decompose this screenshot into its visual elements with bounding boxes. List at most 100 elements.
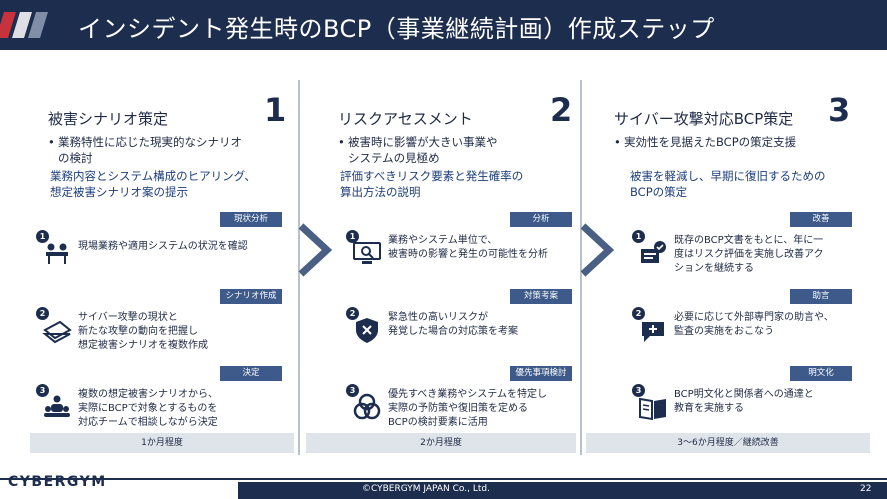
step-item: 2 サイバー攻撃の現状と 新たな攻撃の動向を把握し 想定被害シナリオを複数作成 (36, 307, 286, 351)
item-text-line: 監査の実施をおこなう (674, 326, 774, 337)
duration-bar: 1か月程度 (30, 433, 294, 453)
bullet-dot: • (338, 135, 345, 149)
item-text-line: 業務やシステム単位で、 (388, 235, 498, 246)
item-text-line: 緊急性の高いリスクが (388, 312, 488, 323)
item-number: 1 (36, 230, 49, 243)
item-text-line: 被害時の影響と発生の可能性を分析 (388, 249, 548, 260)
shield-x-icon (356, 318, 378, 343)
item-number: 1 (346, 230, 359, 243)
chevron-right-icon (580, 223, 615, 277)
step-column-2: リスクアセスメント 2 • 被害時に影響が大きい事業や システムの見極め 評価す… (338, 90, 576, 450)
bullet-line: 被害時に影響が大きい事業や (348, 135, 498, 149)
monitor-analysis-icon (353, 242, 381, 264)
subtext-line: 業務内容とシステム構成のヒアリング、 (50, 169, 256, 183)
item-text-line: 想定被害シナリオを複数作成 (78, 340, 208, 351)
item-text-line: BCPの検討要素に活用 (388, 417, 488, 428)
item-text-line: 対応チームで相談しながら決定 (78, 417, 218, 428)
divider-line (298, 80, 300, 455)
header-bar: インシデント発生時のBCP（事業継続計画）作成ステップ (0, 0, 887, 50)
page-number: 22 (860, 484, 872, 494)
step-item: 1 現場業務や適用システムの状況を確認 (36, 230, 286, 270)
subtext-line: BCPの策定 (630, 185, 688, 199)
step-subtext: 被害を軽減し、早期に復旧するための BCPの策定 (630, 168, 826, 200)
item-number: 2 (346, 307, 359, 320)
item-text: 現場業務や適用システムの状況を確認 (78, 240, 248, 254)
item-text: 既存のBCP文書をもとに、年に一 度はリスク評価を実施し改善アク ションを継続す… (674, 234, 824, 276)
step-bullet: • 被害時に影響が大きい事業や システムの見極め (338, 134, 498, 166)
item-number: 2 (36, 307, 49, 320)
tag-label: 明文化 (790, 366, 852, 381)
step-item: 1 業務やシステム単位で、 被害時の影響と発生の可能性を分析 (346, 230, 596, 270)
documents-stack-icon (42, 320, 72, 344)
item-text: 必要に応じて外部専門家の助言や、 監査の実施をおこなう (674, 311, 834, 339)
tag-label: 助言 (790, 289, 852, 304)
item-number: 1 (632, 230, 645, 243)
item-text-line: 新たな攻撃の動向を把握し (78, 326, 198, 337)
item-text: BCP明文化と関係者への通達と 教育を実施する (674, 388, 814, 416)
brand-stripes-icon (0, 12, 48, 38)
step-column-3: サイバー攻撃対応BCP策定 3 • 実効性を見据えたBCPの策定支援 被害を軽減… (614, 90, 858, 450)
item-text-line: 度はリスク評価を実施し改善アク (674, 249, 824, 260)
item-text-line: 優先すべき業務やシステムを特定し (388, 389, 547, 400)
step-number: 3 (828, 91, 851, 129)
step-subtext: 評価すべきリスク要素と発生確率の 算出方法の説明 (340, 168, 523, 200)
step-column-1: 被害シナリオ策定 1 • 業務特性に応じた現実的なシナリオ の検討 業務内容とシ… (48, 90, 288, 450)
subtext-line: 想定被害シナリオ案の提示 (50, 185, 188, 199)
tag-label: 分析 (510, 212, 572, 227)
step-item: 3 BCP明文化と関係者への通達と 教育を実施する (632, 384, 882, 424)
bullet-line: 業務特性に応じた現実的なシナリオ (58, 135, 242, 149)
people-at-desk-icon (46, 243, 68, 264)
duration-bar: 3～6か月程度／継続改善 (586, 433, 870, 453)
bullet-line: の検討 (58, 151, 93, 165)
step-item: 3 複数の想定被害シナリオから、 実際にBCPで対象とするものを 対応チームで相… (36, 384, 286, 428)
venn-icon (353, 393, 381, 420)
page-title: インシデント発生時のBCP（事業継続計画）作成ステップ (78, 15, 715, 43)
step-title: リスクアセスメント (338, 110, 473, 128)
step-number: 2 (550, 91, 573, 129)
step-bullet: • 業務特性に応じた現実的なシナリオ の検討 (48, 134, 242, 166)
document-check-icon (641, 241, 666, 263)
tag-label: 現状分析 (220, 212, 282, 227)
tag-label: 優先事項検討 (510, 366, 572, 381)
step-item: 3 優先すべき業務やシステムを特定し 実際の予防策や復旧策を定める BCPの検討… (346, 384, 596, 428)
item-text-line: 現場業務や適用システムの状況を確認 (78, 241, 248, 252)
footer-rule (0, 478, 887, 480)
step-item: 1 既存のBCP文書をもとに、年に一 度はリスク評価を実施し改善アク ションを継… (632, 230, 882, 274)
duration-bar: 2か月程度 (306, 433, 576, 453)
chat-plus-icon (642, 322, 664, 342)
subtext-line: 被害を軽減し、早期に復旧するための (630, 169, 826, 183)
subtext-line: 評価すべきリスク要素と発生確率の (340, 169, 524, 183)
bullet-line: システムの見極め (348, 151, 440, 165)
chevron-right-icon (298, 223, 333, 277)
item-number: 2 (632, 307, 645, 320)
team-meeting-icon (44, 395, 70, 417)
bullet-dot: • (614, 135, 621, 149)
item-text: 緊急性の高いリスクが 発覚した場合の対応策を考案 (388, 311, 518, 339)
item-number: 3 (346, 384, 359, 397)
item-number: 3 (632, 384, 645, 397)
tag-label: 改善 (790, 212, 852, 227)
bullet-line: 実効性を見据えたBCPの策定支援 (624, 135, 797, 149)
step-number: 1 (264, 91, 287, 129)
step-item: 2 緊急性の高いリスクが 発覚した場合の対応策を考案 (346, 307, 596, 347)
item-number: 3 (36, 384, 49, 397)
item-text-line: サイバー攻撃の現状と (78, 312, 178, 323)
item-text: サイバー攻撃の現状と 新たな攻撃の動向を把握し 想定被害シナリオを複数作成 (78, 311, 208, 353)
tag-label: 決定 (220, 366, 282, 381)
item-text-line: 発覚した場合の対応策を考案 (388, 326, 518, 337)
footer-bar (238, 482, 887, 499)
open-book-icon (639, 397, 666, 421)
tag-label: シナリオ作成 (220, 289, 282, 304)
item-text-line: 既存のBCP文書をもとに、年に一 (674, 235, 824, 246)
step-bullet: • 実効性を見据えたBCPの策定支援 (614, 134, 797, 150)
step-title: サイバー攻撃対応BCP策定 (614, 110, 794, 128)
bullet-dot: • (48, 135, 55, 149)
divider-line (580, 80, 582, 455)
item-text-line: 実際にBCPで対象とするものを (78, 403, 218, 414)
subtext-line: 算出方法の説明 (340, 185, 421, 199)
item-text-line: 必要に応じて外部専門家の助言や、 (674, 312, 834, 323)
item-text: 複数の想定被害シナリオから、 実際にBCPで対象とするものを 対応チームで相談し… (78, 388, 218, 430)
step-subtext: 業務内容とシステム構成のヒアリング、 想定被害シナリオ案の提示 (50, 168, 256, 200)
step-item: 2 必要に応じて外部専門家の助言や、 監査の実施をおこなう (632, 307, 882, 347)
tag-label: 対策考案 (510, 289, 572, 304)
